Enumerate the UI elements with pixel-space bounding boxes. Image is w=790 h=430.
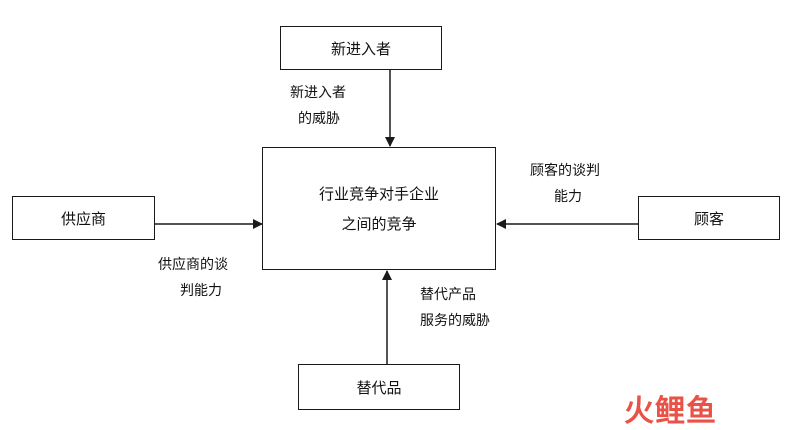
- buyers-label: 顾客: [693, 209, 724, 228]
- buyers-box: 顾客: [638, 196, 780, 240]
- new-entrants-box: 新进入者: [280, 26, 442, 70]
- rivalry-label-line2: 之间的竞争: [341, 214, 417, 233]
- substitutes-label: 替代品: [356, 378, 402, 397]
- rivalry-label-line1: 行业竞争对手企业: [318, 184, 439, 203]
- supplier-power-label: 供应商的谈 判能力: [158, 257, 228, 299]
- buyer-power-label: 顾客的谈判 能力: [530, 163, 600, 205]
- new-entrants-threat-label: 新进入者 的威胁: [290, 85, 346, 127]
- new-entrants-label: 新进入者: [330, 39, 391, 58]
- substitute-threat-label: 替代产品 服务的威胁: [420, 287, 490, 329]
- suppliers-label: 供应商: [60, 209, 106, 228]
- watermark-logo: 火鲤鱼: [624, 394, 717, 429]
- industry-rivalry-box: 行业竞争对手企业 之间的竞争: [262, 147, 496, 270]
- substitutes-box: 替代品: [298, 364, 460, 410]
- suppliers-box: 供应商: [12, 196, 155, 240]
